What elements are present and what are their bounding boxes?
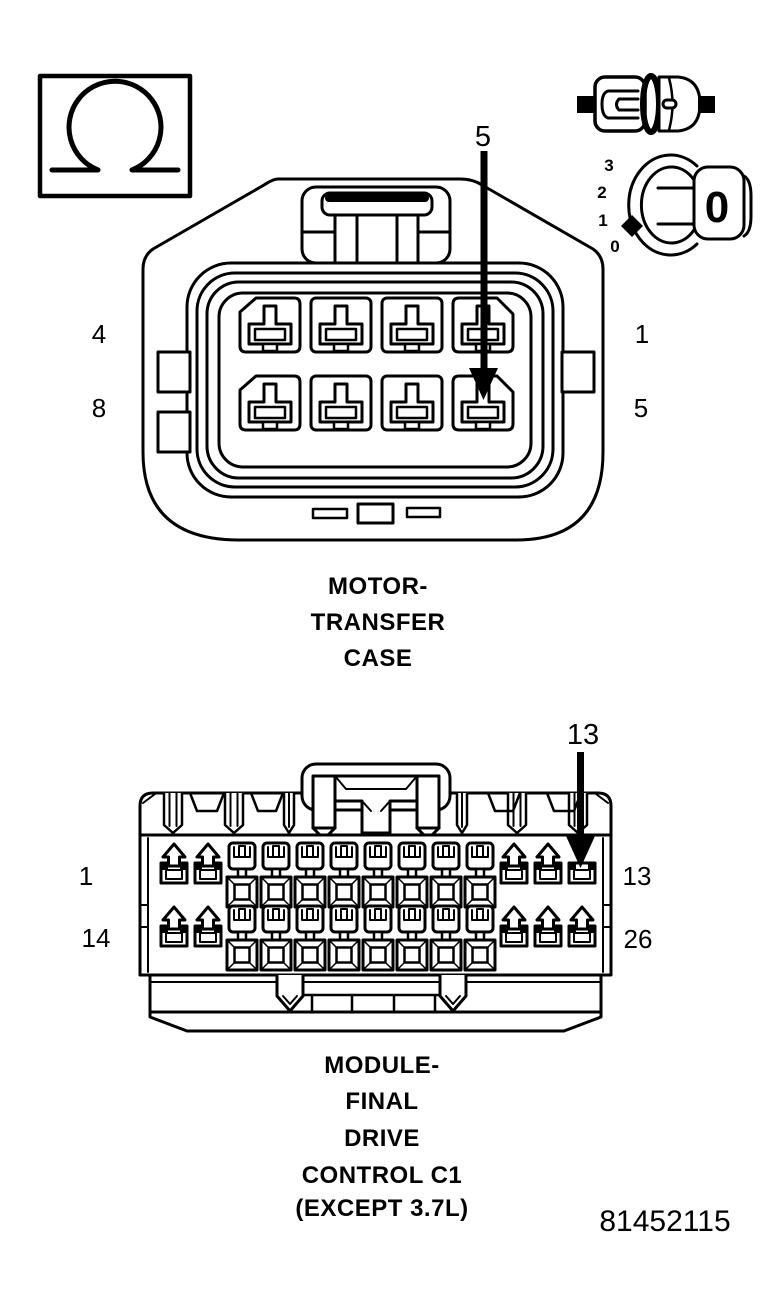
lower-pin-label-13: 13 — [623, 861, 652, 891]
module-final-drive-connector — [138, 762, 613, 1033]
upper-pin-label-4: 4 — [92, 319, 106, 349]
lower-pin-label-14: 14 — [82, 923, 111, 953]
seal-ring — [185, 261, 565, 499]
labels: 3 2 1 0 0 5 4 8 1 5 MOTOR- TRANSFER CASE… — [79, 121, 731, 1238]
upper-connector-caption: MOTOR- TRANSFER CASE — [311, 573, 446, 672]
caption-line: DRIVE — [344, 1125, 420, 1152]
lower-pointer-label: 13 — [567, 719, 599, 751]
upper-pointer-label: 5 — [475, 121, 491, 153]
side-tab — [156, 350, 192, 394]
pin-13-pointer-arrow — [566, 752, 595, 868]
index-slot — [405, 506, 442, 519]
index-key — [356, 502, 395, 525]
ohm-symbol-icon — [37, 73, 193, 199]
lower-connector-caption: MODULE- FINAL DRIVE CONTROL C1 (EXCEPT 3… — [295, 1052, 468, 1222]
caption-line: MODULE- — [324, 1052, 439, 1079]
side-tab — [156, 410, 192, 454]
key-zero-mark: 0 — [705, 183, 729, 232]
ignition-position-3: 3 — [604, 156, 613, 175]
disconnect-connector-icon — [577, 73, 715, 135]
key-head — [692, 165, 746, 241]
seal-ring — [205, 280, 545, 480]
index-slot — [311, 507, 349, 520]
caption-line: MOTOR- — [328, 573, 428, 600]
cavity-housing — [217, 291, 533, 469]
caption-line: CASE — [344, 645, 413, 672]
connector-latch — [300, 185, 452, 265]
figure-number: 81452115 — [599, 1205, 730, 1238]
lower-pin-label-26: 26 — [624, 924, 653, 954]
caption-line: FINAL — [345, 1088, 418, 1115]
ignition-position-marker — [621, 215, 643, 237]
ignition-switch-icon — [621, 153, 753, 257]
pin-cavity-row-top — [238, 296, 515, 354]
caption-line: (EXCEPT 3.7L) — [295, 1195, 468, 1222]
ignition-position-1: 1 — [598, 211, 607, 230]
lower-pin-label-1: 1 — [79, 861, 93, 891]
pin-cavity-row-bottom — [238, 374, 515, 432]
bottom-skirt — [148, 973, 603, 1033]
ignition-position-2: 2 — [597, 183, 606, 202]
connector-body — [141, 177, 605, 542]
upper-pin-label-1: 1 — [635, 319, 649, 349]
upper-pin-label-8: 8 — [92, 393, 106, 423]
side-tab — [560, 350, 596, 394]
pin-5-pointer-arrow — [469, 151, 498, 400]
motor-transfer-case-connector — [141, 177, 605, 542]
ignition-position-0: 0 — [610, 237, 619, 256]
caption-line: CONTROL C1 — [302, 1162, 463, 1189]
upper-pin-label-5: 5 — [634, 393, 648, 423]
connector-latch — [300, 762, 452, 841]
seal-ring — [195, 271, 555, 489]
caption-line: TRANSFER — [311, 609, 446, 636]
